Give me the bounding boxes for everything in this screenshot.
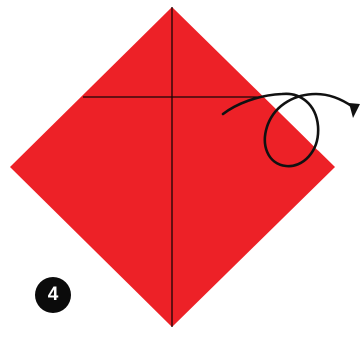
arrow-head xyxy=(349,103,360,118)
step-number-badge: 4 xyxy=(35,277,71,313)
step-number-label: 4 xyxy=(48,284,59,306)
